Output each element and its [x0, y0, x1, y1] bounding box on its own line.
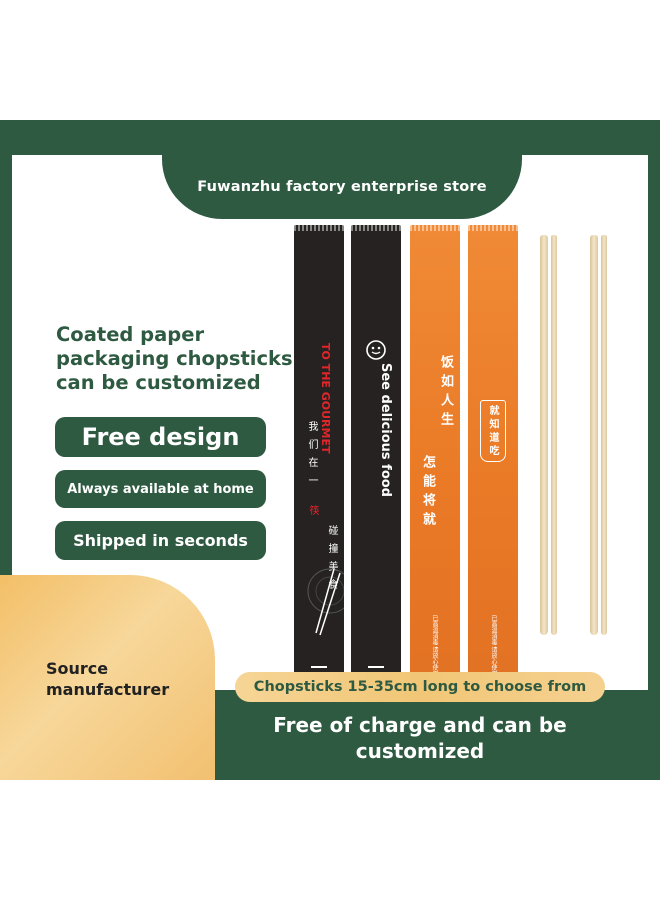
shipping-badge: Shipped in seconds — [55, 521, 266, 560]
source-manufacturer-block — [0, 575, 215, 780]
free-design-badge: Free design — [55, 417, 266, 457]
free-customization-text: Free of charge and can be customized — [273, 713, 567, 763]
pack-life-disinfected-note: 已高温消毒 请放心使用 — [431, 615, 438, 677]
chopstick-bare — [551, 235, 557, 635]
pack-serration — [351, 225, 401, 231]
source-manufacturer-label: Source manufacturer — [46, 659, 170, 699]
chopstick-pack-delicious: See delicious food — [351, 225, 401, 690]
pack-gourmet-cn-b: 筷 — [307, 505, 318, 515]
chopstick-pack-life: 饭如人生 怎能将就 已高温消毒 请放心使用 — [410, 225, 460, 690]
length-options-badge: Chopsticks 15-35cm long to choose from — [235, 672, 605, 702]
chopstick-pack-gourmet: TO THE GOURMET 我们在一 筷 碰撞美食 — [294, 225, 344, 690]
pack-serration — [410, 225, 460, 231]
chopsticks-illustration-icon — [307, 568, 344, 636]
chopstick-bare — [540, 235, 548, 635]
store-title-tab: Fuwanzhu factory enterprise store — [162, 155, 522, 219]
smiley-face-icon — [366, 340, 386, 360]
promo-headline: Coated paper packaging chopsticks can be… — [56, 323, 293, 394]
pack-delicious-text: See delicious food — [378, 363, 393, 497]
length-options-label: Chopsticks 15-35cm long to choose from — [253, 679, 587, 695]
pack-serration — [468, 225, 518, 231]
availability-label: Always available at home — [67, 481, 254, 497]
pack-gourmet-cn-c: 碰撞美食 — [326, 525, 337, 597]
shipping-label: Shipped in seconds — [73, 531, 248, 550]
pack-life-cn-b: 怎能将就 — [420, 455, 435, 531]
chopstick-bare — [601, 235, 607, 635]
chopstick-bare — [590, 235, 598, 635]
free-design-label: Free design — [81, 423, 240, 451]
pack-eat-tag — [480, 400, 506, 462]
pack-gourmet-text: TO THE GOURMET — [319, 343, 332, 454]
pack-life-cn-a: 饭如人生 — [438, 355, 453, 431]
store-title: Fuwanzhu factory enterprise store — [197, 179, 487, 195]
pack-eat-cn: 就 知 道 吃 — [487, 405, 498, 456]
chopstick-pack-eat: 就 知 道 吃 已高温消毒 请放心使用 — [468, 225, 518, 690]
pack-serration — [294, 225, 344, 231]
pack-eat-disinfected-note: 已高温消毒 请放心使用 — [490, 615, 497, 677]
product-banner: Fuwanzhu factory enterprise store Coated… — [0, 120, 660, 780]
pack-gourmet-cn-a: 我们在一 — [306, 421, 317, 493]
availability-badge: Always available at home — [55, 470, 266, 508]
